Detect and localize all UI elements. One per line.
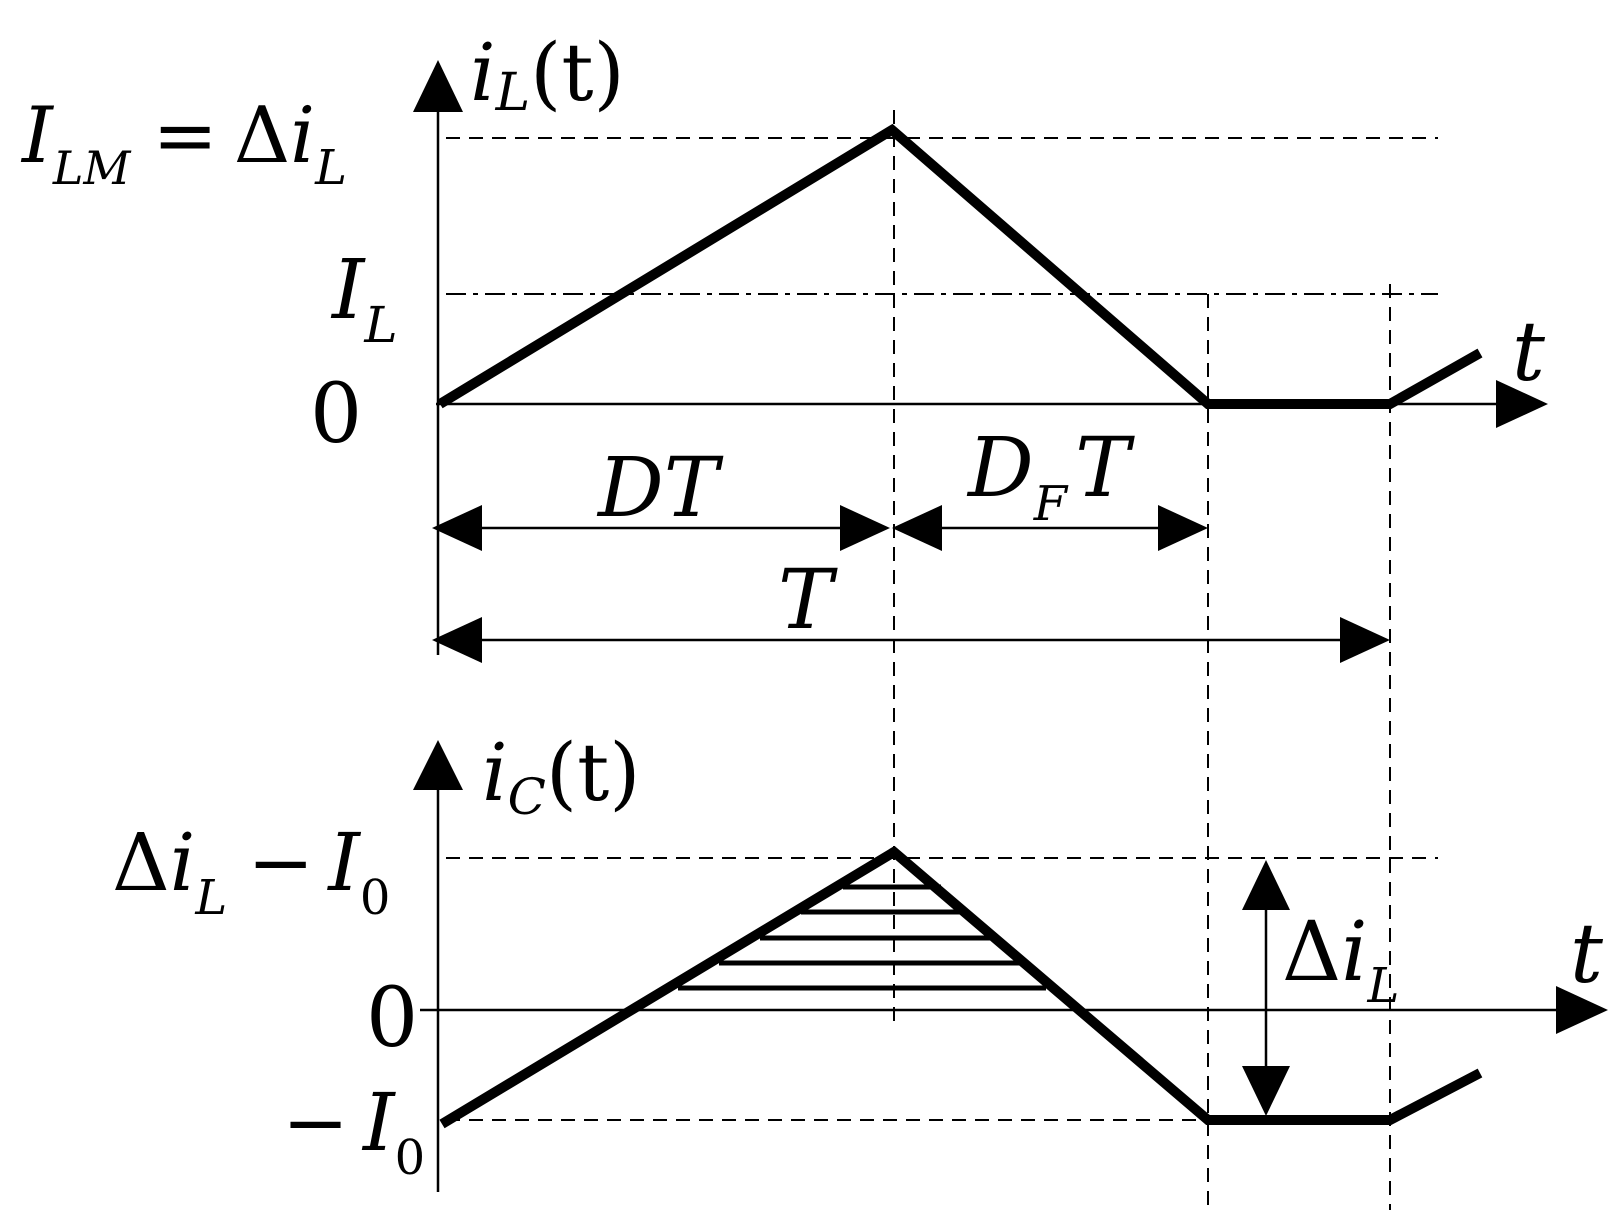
ripple-label: ΔiL: [1282, 905, 1399, 1014]
top-x-arrow: [1496, 380, 1548, 428]
dt-interval-arrow: [432, 505, 890, 551]
negative-level-label: −I0: [282, 1076, 425, 1186]
il-level-label: IL: [330, 243, 398, 354]
bottom-x-arrow: [1556, 986, 1608, 1034]
capacitor-current-waveform: [439, 845, 1483, 1129]
top-plot: iL(t) ILM=ΔiL IL 0 t DT DFT T: [20, 26, 1548, 663]
bottom-plot: iC(t) ΔiL−I0 0 −I0 t ΔiL: [112, 726, 1608, 1192]
bottom-y-arrow: [413, 740, 463, 790]
top-x-axis-label: t: [1512, 305, 1546, 400]
ripple-arrow: [1242, 860, 1290, 1116]
ilm-level-label: ILM=ΔiL: [20, 91, 347, 196]
bottom-x-axis-label: t: [1570, 907, 1604, 1002]
period-label: T: [778, 553, 838, 648]
dft-interval-arrow: [892, 505, 1208, 551]
bottom-y-axis-label: iC(t): [482, 726, 640, 826]
top-y-arrow: [413, 60, 463, 112]
vertical-guides: [893, 110, 1391, 1210]
inductor-current-waveform: [437, 123, 1483, 409]
dt-label: DT: [596, 441, 724, 536]
top-zero-label: 0: [310, 367, 362, 462]
charge-hatch: [678, 884, 1046, 991]
dft-label: DFT: [966, 421, 1135, 532]
period-interval-arrow: [432, 617, 1390, 663]
top-y-axis-label: iL(t): [470, 26, 625, 123]
bottom-zero-label: 0: [366, 971, 418, 1066]
peak-level-label: ΔiL−I0: [112, 816, 390, 926]
